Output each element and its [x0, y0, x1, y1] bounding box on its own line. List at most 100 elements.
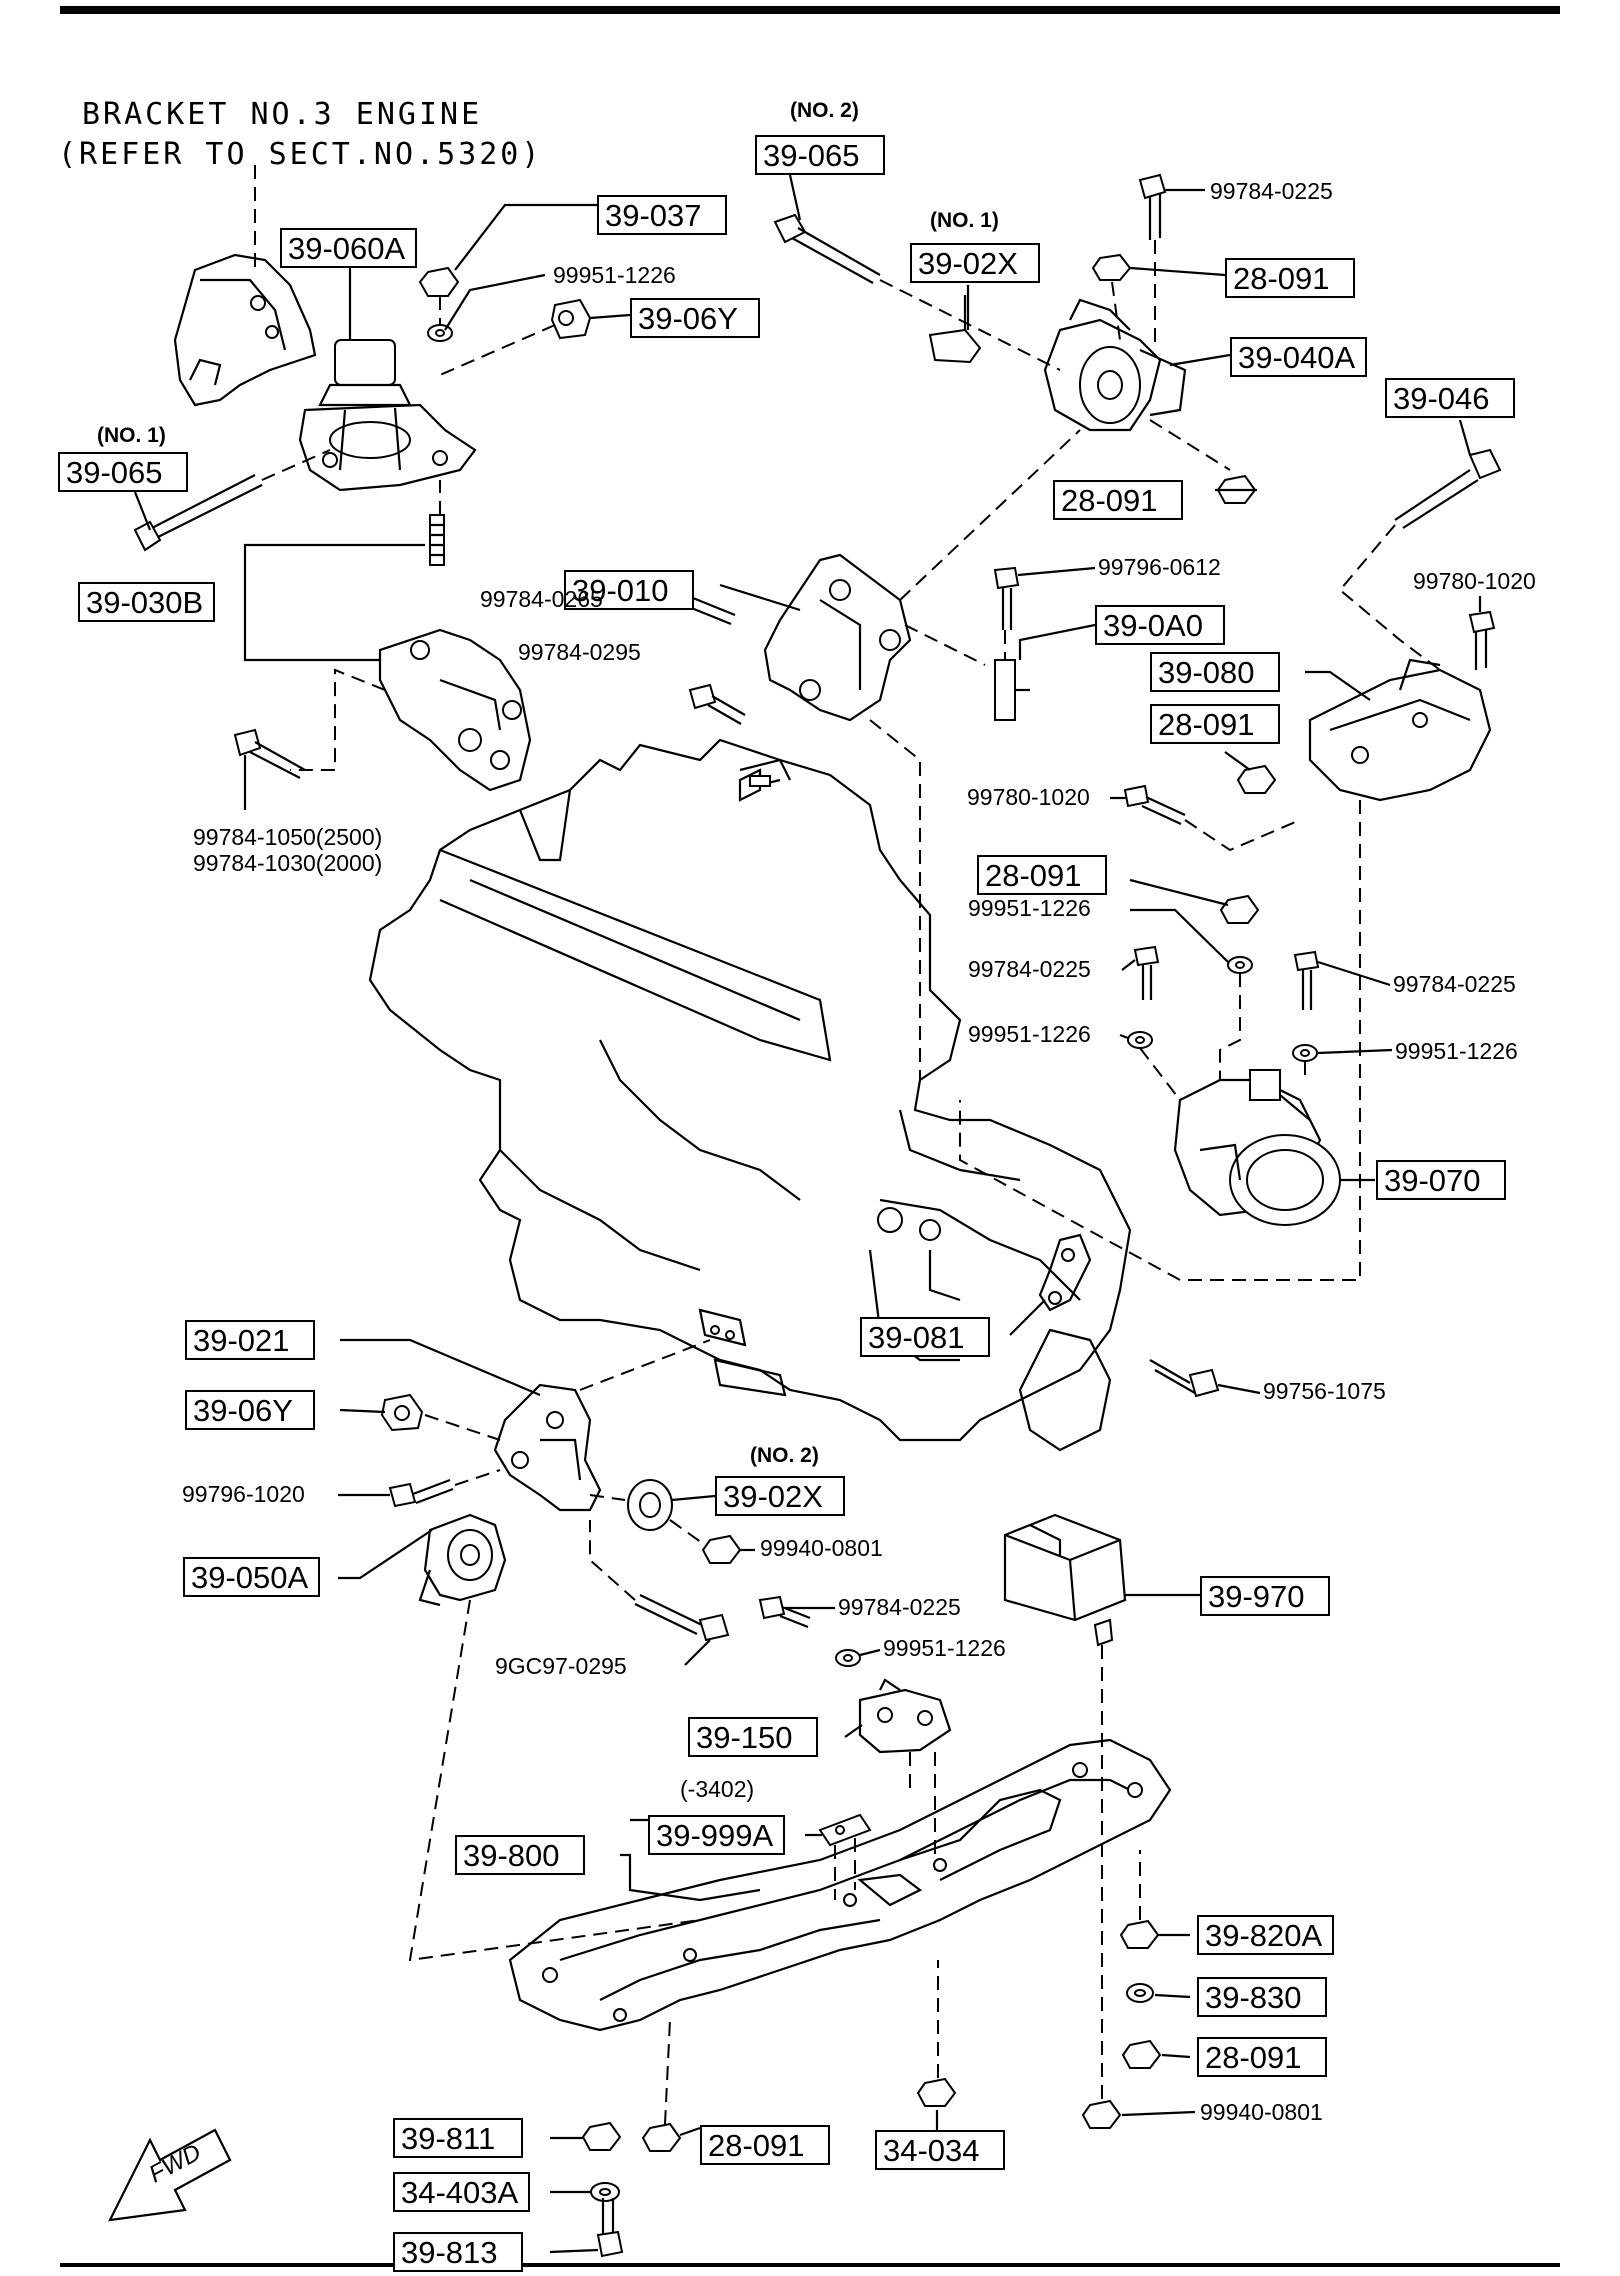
bolt-99784-0225-r2-drawing [1293, 950, 1320, 1010]
note-no2-top: (NO. 2) [790, 99, 859, 122]
part-39-046[interactable]: 39-046 [1385, 378, 1515, 418]
stopper-39-02x-no2-drawing [589, 1479, 673, 1531]
part-28-091-lower-left[interactable]: 28-091 [700, 2125, 830, 2165]
part-34-403a[interactable]: 34-403A [393, 2172, 531, 2212]
nut-39-811-drawing [581, 2121, 622, 2151]
part-39-811[interactable]: 39-811 [393, 2118, 523, 2158]
nut-39-820a-drawing [1119, 1850, 1160, 1949]
leader-070-engine [959, 1100, 1361, 1281]
washer-99951-1226-r2-drawing [1127, 1031, 1153, 1049]
bolt-99784-0225-top-drawing [1138, 173, 1167, 350]
leaders-right-mount [1139, 973, 1306, 1101]
part-39-813[interactable]: 39-813 [393, 2232, 523, 2272]
part-39-02x-no2[interactable]: 39-02X [715, 1476, 845, 1516]
nut-28-091-right-drawing [1236, 764, 1277, 794]
hw-99780-1020-upper: 99780-1020 [1413, 568, 1536, 594]
part-39-830[interactable]: 39-830 [1197, 1977, 1327, 2017]
part-39-021[interactable]: 39-021 [185, 1320, 315, 1360]
part-39-060a[interactable]: 39-060A [280, 228, 418, 268]
bracket-note-line2: (REFER TO SECT.NO.5320) [58, 137, 543, 172]
nut-28-091-upper-right-drawing [1219, 894, 1260, 924]
note-no2-lower: (NO. 2) [750, 1444, 819, 1467]
bolt-99756-1075-drawing [1149, 1359, 1220, 1398]
label-leaders [133, 165, 1482, 2254]
part-34-034[interactable]: 34-034 [875, 2130, 1005, 2170]
part-39-150[interactable]: 39-150 [688, 1717, 818, 1757]
bracket-note-line1: BRACKET NO.3 ENGINE [82, 97, 483, 132]
bolt-39-065-no2-drawing [773, 213, 1061, 371]
nut-99940-0801-lower-drawing [669, 1519, 742, 1564]
bracket-39-021-drawing [493, 1339, 711, 1512]
stopper-39-06y-drawing [439, 298, 592, 376]
washer-99951-1226-lower-drawing [835, 1649, 861, 1667]
hw-99784-0265: 99784-0265 [480, 586, 603, 612]
part-28-091-crossmember[interactable]: 28-091 [1197, 2037, 1327, 2077]
hw-99784-1030: 99784-1030(2000) [193, 850, 383, 876]
stud-39-030b-drawing [429, 480, 445, 566]
stopper-39-06y-lower-drawing [380, 1393, 501, 1441]
note-3402: (-3402) [680, 1776, 755, 1802]
part-28-091-r-upper[interactable]: 28-091 [977, 855, 1107, 895]
hw-9gc97-0295: 9GC97-0295 [495, 1653, 627, 1679]
box-39-970-drawing [1003, 1513, 1127, 2120]
part-39-081[interactable]: 39-081 [860, 1317, 990, 1357]
nut-28-091-lower-left-drawing [641, 2019, 682, 2152]
bolt-39-046-drawing [1338, 448, 1502, 671]
part-39-080[interactable]: 39-080 [1150, 652, 1280, 692]
part-39-030b[interactable]: 39-030B [78, 582, 216, 622]
hw-99784-0225-r2: 99784-0225 [1393, 971, 1516, 997]
fwd-arrow-icon [108, 2128, 232, 2222]
part-39-999a[interactable]: 39-999A [648, 1815, 786, 1855]
part-39-050a[interactable]: 39-050A [183, 1557, 321, 1597]
bolt-99784-0225-lower-drawing [758, 1595, 811, 1629]
washer-99951-1226-drawing [427, 324, 453, 342]
nut-28-091-top-drawing [1091, 253, 1132, 341]
bracket-39-081-drawing [1038, 1233, 1092, 1312]
part-39-037[interactable]: 39-037 [597, 195, 727, 235]
part-39-040a[interactable]: 39-040A [1230, 337, 1368, 377]
bracket-39-010-drawing [763, 429, 1081, 1080]
bolt-99784-0295-drawing [688, 683, 746, 725]
hw-99951-1226-top: 99951-1226 [553, 262, 676, 288]
bolt-39-065-no1-drawing [133, 449, 331, 552]
hw-99940-0801-lower: 99940-0801 [760, 1535, 883, 1561]
part-28-091-mid[interactable]: 28-091 [1053, 480, 1183, 520]
hw-99951-1226-r3: 99951-1226 [1395, 1038, 1518, 1064]
bolt-99796-1020-drawing [388, 1469, 501, 1508]
note-no1-left: (NO. 1) [97, 424, 166, 447]
part-39-06y-lower[interactable]: 39-06Y [185, 1390, 315, 1430]
hw-99951-1226-r1: 99951-1226 [968, 895, 1091, 921]
hw-99940-0801-crossmember: 99940-0801 [1200, 2099, 1323, 2125]
part-28-091-right[interactable]: 28-091 [1150, 704, 1280, 744]
part-39-065-no1[interactable]: 39-065 [58, 452, 188, 492]
part-39-800[interactable]: 39-800 [455, 1835, 585, 1875]
hw-99951-1226-lower: 99951-1226 [883, 1635, 1006, 1661]
washer-34-403a-drawing [590, 2182, 620, 2202]
bottom-rule [60, 2263, 1560, 2267]
part-39-06y-top[interactable]: 39-06Y [630, 298, 760, 338]
bracket-39-999a-drawing [818, 1813, 872, 1900]
stopper-39-02x-no1-drawing [928, 295, 982, 364]
part-39-820a[interactable]: 39-820A [1197, 1915, 1335, 1955]
part-39-010[interactable]: 39-010 [564, 570, 694, 610]
nut-99940-0801-crossmember-drawing [1081, 2099, 1122, 2129]
hw-99784-0225-r1: 99784-0225 [968, 956, 1091, 982]
part-39-0a0[interactable]: 39-0A0 [1095, 605, 1225, 645]
mount-39-150-drawing [858, 1678, 952, 1870]
part-39-970[interactable]: 39-970 [1200, 1576, 1330, 1616]
part-39-02x-no1[interactable]: 39-02X [910, 243, 1040, 283]
crossmember-39-800-drawing [508, 1738, 1172, 2032]
washer-39-830-drawing [1126, 1983, 1154, 2003]
bolt-39-813-drawing [596, 2198, 624, 2258]
note-no1-top: (NO. 1) [930, 209, 999, 232]
plate-upper-drawing [698, 1308, 787, 1397]
top-rule [60, 6, 1560, 14]
part-39-070[interactable]: 39-070 [1376, 1160, 1506, 1200]
hw-99780-1020-lower: 99780-1020 [967, 784, 1090, 810]
part-39-065-no2[interactable]: 39-065 [755, 135, 885, 175]
part-28-091-top[interactable]: 28-091 [1225, 258, 1355, 298]
bolt-99796-0612-drawing [993, 566, 1020, 630]
hw-99756-1075: 99756-1075 [1263, 1378, 1386, 1404]
bolt-99780-1020-upper-drawing [1468, 610, 1496, 670]
